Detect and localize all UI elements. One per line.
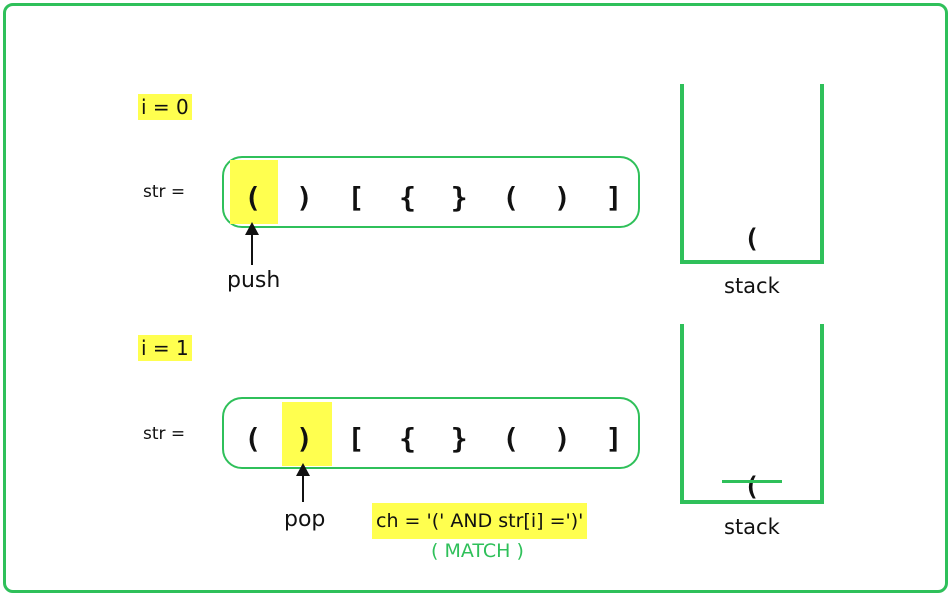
arrow-up-icon (245, 222, 259, 235)
diagram-frame (3, 3, 948, 593)
strikethrough-line (722, 480, 782, 483)
string-char: ] (605, 181, 623, 214)
str-label: str = (143, 424, 186, 444)
stack-container (680, 324, 824, 504)
step-index-label: i = 0 (138, 94, 192, 120)
operation-label: push (227, 268, 281, 293)
string-char: ) (295, 181, 313, 214)
string-char: ) (295, 422, 313, 455)
stack-item: ( (744, 224, 760, 254)
string-char: } (450, 181, 468, 214)
string-char: ( (502, 181, 520, 214)
string-char: { (399, 181, 416, 214)
string-char: ( (244, 422, 262, 455)
match-condition: ch = '(' AND str[i] =')' (372, 503, 588, 539)
string-box (222, 156, 640, 228)
string-char: ( (502, 422, 520, 455)
string-char: [ (347, 422, 365, 455)
arrow-shaft (302, 474, 304, 502)
arrow-shaft (251, 233, 253, 265)
stack-label: stack (724, 274, 780, 298)
string-chars: () [ {} ()] (227, 419, 640, 459)
str-label: str = (143, 182, 186, 202)
string-char: } (450, 422, 468, 455)
string-char: ) (553, 422, 571, 455)
string-chars: () [ {} ()] (227, 178, 640, 218)
arrow-up-icon (296, 463, 310, 476)
stack-container (680, 84, 824, 264)
string-char: { (399, 422, 416, 455)
operation-label: pop (284, 507, 326, 532)
current-char-highlight (282, 402, 332, 466)
string-char: ] (605, 422, 623, 455)
match-result: ( MATCH ) (431, 540, 524, 562)
string-box (222, 397, 640, 469)
stack-item-popped: ( (744, 472, 760, 502)
string-char: [ (347, 181, 365, 214)
string-char: ) (553, 181, 571, 214)
current-char-highlight (230, 160, 278, 224)
string-char: ( (244, 181, 262, 214)
step-index-label: i = 1 (138, 335, 192, 361)
stack-label: stack (724, 515, 780, 539)
